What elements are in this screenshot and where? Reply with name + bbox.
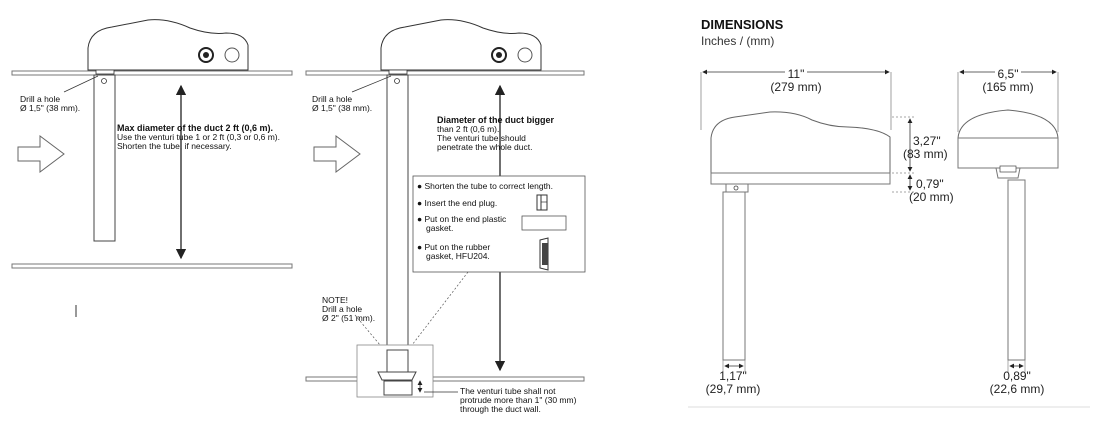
dimensions-title: DIMENSIONS (701, 17, 784, 32)
tube-diameter-label: 1,17"(29,7 mm) (705, 369, 761, 396)
middle-knob-icon (517, 47, 533, 63)
middle-duct-top-wall (305, 70, 585, 76)
step-rubber-gasket: ● Put on the rubber gasket, HFU204. (417, 242, 491, 261)
middle-airflow-arrow-icon (313, 135, 361, 173)
middle-venturi-tube (386, 74, 409, 354)
left-max-diameter-note: Max diameter of the duct 2 ft (0,6 m). U… (117, 123, 280, 152)
left-panel (11, 19, 293, 317)
tube2-diameter-label: 0,89"(22,6 mm) (989, 369, 1045, 396)
left-duct-top-wall (11, 70, 293, 76)
left-knob-icon (224, 47, 240, 63)
middle-sensor-housing (380, 19, 542, 75)
left-venturi-tube (93, 74, 116, 242)
left-airflow-arrow-icon (17, 135, 65, 173)
protrude-note: The venturi tube shall not protrude more… (460, 386, 577, 414)
left-sensor-housing (87, 19, 249, 75)
front-view-tube (722, 191, 746, 361)
plastic-gasket-icon (521, 215, 567, 231)
width-label: 11"(279 mm) (770, 67, 822, 94)
side-view-tube (1007, 179, 1026, 361)
depth-label: 6,5"(165 mm) (982, 67, 1034, 94)
height-label: 3,27"(83 mm) (903, 134, 948, 161)
left-duct-bottom-wall (11, 263, 293, 269)
rubber-gasket-icon (539, 237, 549, 271)
middle-panel (305, 19, 586, 398)
middle-duct-bottom-wall (305, 376, 585, 382)
note-drill-label: NOTE! Drill a hole Ø 2" (51 mm). (322, 295, 376, 323)
step-plastic-gasket: ● Put on the end plastic gasket. (417, 214, 507, 233)
end-plug-icon (536, 194, 548, 211)
middle-diameter-note: Diameter of the duct bigger than 2 ft (0… (437, 115, 555, 153)
dimensions-panel (688, 69, 1090, 408)
step-end-plug: ● Insert the end plug. (417, 198, 498, 208)
step-shorten: ● Shorten the tube to correct length. (417, 181, 554, 191)
dimensions-subtitle: Inches / (mm) (701, 34, 775, 48)
front-view-housing (710, 111, 891, 193)
collar-label: 0,79"(20 mm) (909, 177, 954, 204)
tube-end-detail (356, 344, 458, 398)
side-view-housing (957, 109, 1059, 179)
